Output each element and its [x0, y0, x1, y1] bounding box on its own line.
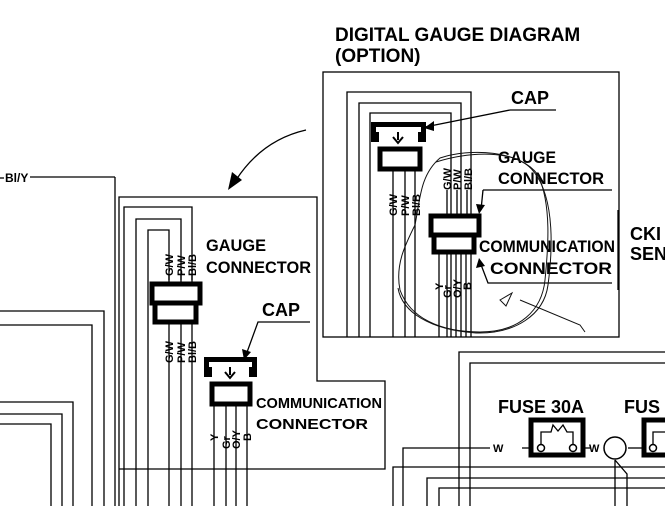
main-comm-wire-oy: O/Y — [231, 429, 243, 449]
junction-node-icon — [603, 436, 627, 460]
curved-arrow-icon — [228, 129, 307, 190]
main-gauge-wire-blb-bottom: Bl/B — [187, 341, 199, 363]
main-gauge-wire-gw-top: G/W — [164, 253, 176, 276]
fuse-2 — [641, 417, 665, 458]
main-gauge-panel — [118, 196, 386, 506]
left-wires — [0, 310, 105, 506]
option-cap-wire-pw: P/W — [400, 195, 412, 216]
main-gauge-connector-label-1: GAUGE — [206, 236, 266, 255]
option-comm-wire-y: Y — [434, 282, 446, 290]
option-gauge-wire-pw: P/W — [452, 169, 464, 190]
bl-y-wire-label: Bl/Y — [5, 171, 28, 185]
option-gauge-connector-label-2: CONNECTOR — [498, 169, 604, 188]
diagram-title-line1: DIGITAL GAUGE DIAGRAM — [335, 25, 580, 46]
main-comm-connector-label-2: CONNECTOR — [256, 416, 368, 433]
ckp-sensor-label-1: CKI — [630, 224, 661, 244]
diagram-title-line2: (OPTION) — [335, 46, 421, 67]
option-cap-label: CAP — [511, 88, 549, 108]
option-cap-wire-blb: Bl/B — [411, 194, 423, 216]
fuse-30a-label: FUSE 30A — [498, 397, 584, 417]
bl-y-wire — [0, 176, 116, 506]
option-comm-connector-label-2: CONNECTOR — [490, 259, 612, 278]
option-comm-wire-oy: O/Y — [452, 278, 464, 298]
option-gauge-connector-label-1: GAUGE — [498, 148, 556, 167]
fuse-30a — [528, 417, 586, 458]
option-cap-wire-gw: G/W — [388, 193, 400, 216]
fuse-area — [392, 351, 665, 506]
main-gauge-wire-pw-top: P/W — [176, 255, 188, 276]
main-gauge-wire-blb-top: Bl/B — [187, 254, 199, 276]
main-comm-wire-y: Y — [209, 433, 221, 441]
option-panel — [322, 71, 620, 338]
main-cap-label: CAP — [262, 300, 300, 320]
main-comm-wire-b: B — [242, 433, 254, 441]
main-gauge-wire-gw-bottom: G/W — [164, 340, 176, 363]
fuse-wire-out-label: W — [589, 443, 600, 455]
option-gauge-wire-blb: Bl/B — [463, 168, 475, 190]
main-comm-wire-gr: Gr — [221, 435, 233, 449]
hand-drawn-circle-annotation — [397, 151, 586, 334]
option-comm-wire-b: B — [462, 282, 474, 290]
fuse-2-label: FUS — [624, 397, 660, 417]
main-comm-connector-label-1: COMMUNICATION — [256, 395, 382, 412]
option-comm-wire-gr: Gr — [442, 284, 454, 298]
option-gauge-wire-gw: G/W — [442, 167, 454, 190]
main-gauge-connector-label-2: CONNECTOR — [206, 258, 311, 277]
main-gauge-wire-pw-bottom: P/W — [176, 342, 188, 363]
option-comm-connector-label-1: COMMUNICATION — [479, 237, 615, 256]
fuse-wire-in-label: W — [493, 443, 504, 455]
ckp-sensor-label-2: SEN — [630, 244, 665, 264]
